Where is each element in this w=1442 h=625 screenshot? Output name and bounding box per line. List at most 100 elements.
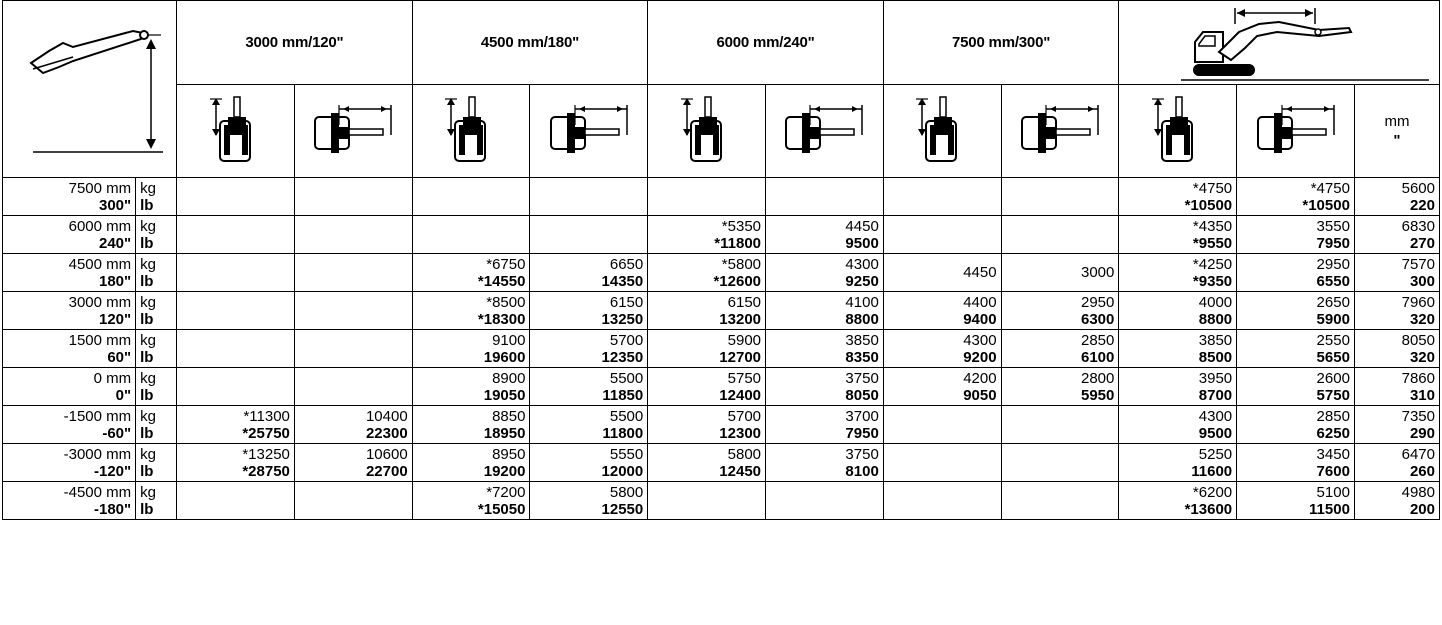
over-side-lift-icon bbox=[1020, 105, 1099, 154]
value-imperial: 13200 bbox=[719, 310, 762, 328]
max-reach-header bbox=[1118, 0, 1440, 86]
value-imperial: 18950 bbox=[483, 424, 526, 442]
weight-unit-metric: kg bbox=[140, 445, 156, 463]
value-metric: *11300 bbox=[243, 407, 290, 425]
capacity-cell bbox=[647, 481, 767, 520]
value-imperial: 12000 bbox=[601, 462, 644, 480]
value-imperial: 9500 bbox=[1198, 424, 1233, 442]
capacity-cell bbox=[293, 367, 413, 406]
value-metric: 2600 bbox=[1316, 369, 1350, 387]
capacity-cell bbox=[293, 291, 413, 330]
value-imperial: 320 bbox=[1409, 348, 1435, 366]
value-metric: 4400 bbox=[963, 293, 997, 311]
value-imperial: 19600 bbox=[483, 348, 526, 366]
value-metric: 2850 bbox=[1316, 407, 1350, 425]
value-metric: 4980 bbox=[1401, 483, 1435, 501]
capacity-cell bbox=[1000, 215, 1120, 254]
capacity-cell bbox=[176, 291, 295, 330]
over-front-lift-icon bbox=[680, 96, 722, 163]
value-metric: 4000 bbox=[1198, 293, 1233, 311]
value-imperial: 12700 bbox=[719, 348, 762, 366]
lift-height-metric: -1500 mm bbox=[63, 407, 132, 425]
over-front-cell bbox=[176, 84, 295, 178]
value-metric: 6830 bbox=[1401, 217, 1435, 235]
capacity-cell: *4750*10500 bbox=[1118, 177, 1238, 216]
capacity-cell: *5800*12600 bbox=[647, 253, 767, 292]
value-metric: 10600 bbox=[365, 445, 408, 463]
value-metric: 8050 bbox=[1401, 331, 1435, 349]
value-metric: 2850 bbox=[1080, 331, 1115, 349]
lift-height-metric: 0 mm bbox=[93, 369, 132, 387]
capacity-cell: 4450 bbox=[882, 253, 1002, 292]
range-header-row: 3000 mm/120" 4500 mm/180" 6000 mm/240" 7… bbox=[1, 0, 1440, 178]
weight-unit-metric: kg bbox=[140, 255, 156, 273]
range-header-4500: 4500 mm/180" bbox=[411, 0, 649, 86]
value-metric: *13250 bbox=[242, 445, 290, 463]
capacity-cell bbox=[529, 177, 649, 216]
value-metric: 2950 bbox=[1316, 255, 1350, 273]
value-metric: 4450 bbox=[845, 217, 879, 235]
value-imperial: *10500 bbox=[1302, 196, 1350, 214]
value-metric: 4300 bbox=[963, 331, 997, 349]
value-imperial: 9400 bbox=[963, 310, 997, 328]
value-imperial: 5650 bbox=[1316, 348, 1350, 366]
value-metric: 4300 bbox=[845, 255, 879, 273]
lift-height-imperial: 300" bbox=[99, 196, 132, 214]
capacity-cell bbox=[647, 177, 767, 216]
value-metric: 3850 bbox=[845, 331, 879, 349]
value-metric: 7960 bbox=[1401, 293, 1435, 311]
capacity-cell bbox=[765, 481, 884, 520]
lift-height-imperial: -180" bbox=[94, 500, 132, 518]
value-imperial: 11800 bbox=[602, 424, 644, 442]
value-imperial: 9500 bbox=[845, 234, 879, 252]
value-imperial: *28750 bbox=[242, 462, 290, 480]
weight-unit-metric: kg bbox=[140, 331, 156, 349]
capacity-cell: *4350*9550 bbox=[1118, 215, 1238, 254]
value-imperial: 14350 bbox=[601, 272, 644, 290]
value-metric: *8500 bbox=[486, 293, 526, 311]
value-metric: 3000 bbox=[1080, 264, 1115, 281]
value-metric: 10400 bbox=[365, 407, 408, 425]
over-side-cell bbox=[529, 84, 649, 178]
capacity-cell bbox=[176, 329, 295, 368]
lift-height-metric: -3000 mm bbox=[63, 445, 132, 463]
value-imperial: 12300 bbox=[719, 424, 762, 442]
value-metric: 5500 bbox=[609, 369, 644, 387]
value-metric: 7860 bbox=[1401, 369, 1435, 387]
lift-height-cell: -1500 mm-60" bbox=[1, 405, 137, 444]
value-metric: 5250 bbox=[1198, 445, 1233, 463]
over-side-cell bbox=[1000, 84, 1120, 178]
lift-direction-icon-row: mm " bbox=[3, 84, 1441, 178]
value-imperial: *11800 bbox=[714, 234, 762, 252]
value-imperial: 260 bbox=[1409, 462, 1435, 480]
over-side-cell bbox=[293, 84, 413, 178]
capacity-cell: *11300*25750 bbox=[176, 405, 295, 444]
weight-unit-imperial: lb bbox=[140, 386, 154, 404]
value-metric: *5800 bbox=[721, 255, 762, 273]
value-metric: 5800 bbox=[609, 483, 644, 501]
value-imperial: *14550 bbox=[477, 272, 526, 290]
value-metric: 8950 bbox=[492, 445, 526, 463]
lift-height-imperial: 0" bbox=[115, 386, 132, 404]
value-imperial: 8050 bbox=[845, 386, 879, 404]
